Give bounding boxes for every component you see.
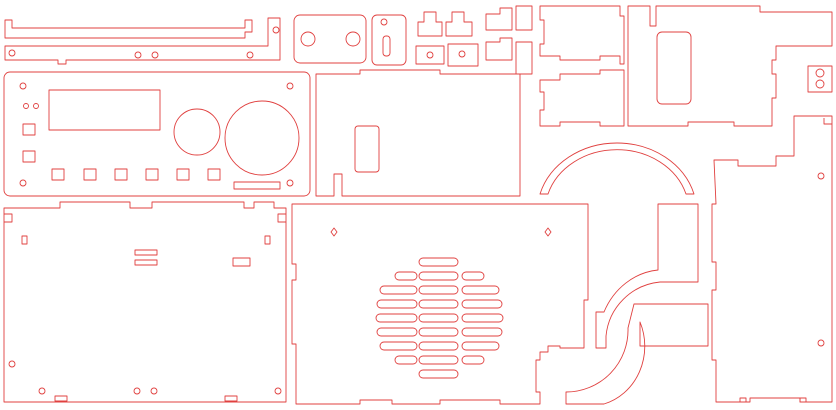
- arc-upper: [539, 142, 695, 195]
- top-long-strip: [4, 19, 253, 39]
- cut-parts: [3, 5, 833, 405]
- bottom-panel: [3, 201, 287, 403]
- speaker-panel: [291, 203, 589, 405]
- side-panel-right: [711, 115, 833, 403]
- bracket-lower: [539, 69, 625, 127]
- speaker-grille-slots: [375, 257, 504, 379]
- knob-plate: [293, 14, 367, 64]
- side-panel-top: [627, 5, 833, 127]
- bottom-long-strip: [4, 17, 281, 65]
- switch-plate: [371, 14, 407, 66]
- front-panel: [3, 71, 311, 197]
- curved-bracket-lower: [565, 303, 709, 405]
- curved-bracket-upper: [595, 203, 699, 349]
- bracket-upper: [539, 5, 625, 65]
- clip-pieces: [415, 5, 533, 75]
- top-board: [315, 69, 521, 197]
